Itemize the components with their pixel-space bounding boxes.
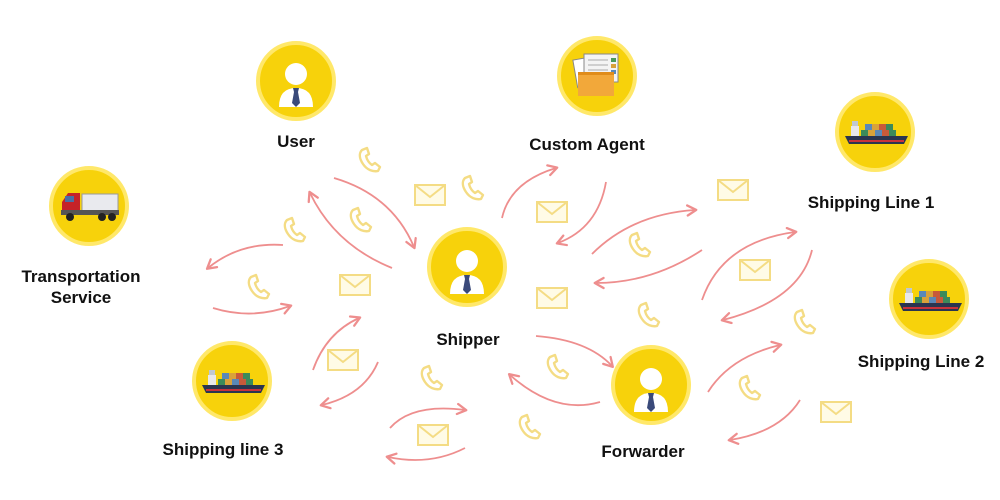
- arrow-to-forwarder: [727, 399, 801, 445]
- documents-folder-icon: [572, 53, 619, 97]
- envelope-icon: [820, 401, 852, 423]
- envelope-icon: [739, 259, 771, 281]
- arrow-to-shipping-line-3: [319, 361, 379, 410]
- node-label: Forwarder: [601, 442, 685, 461]
- envelope-icon: [536, 201, 568, 223]
- arrow-shipper-to-forwarder: [535, 335, 614, 369]
- phone-icon: [461, 174, 485, 201]
- phone-icon: [738, 374, 762, 401]
- node-label-line-1: Transportation: [21, 267, 140, 286]
- envelope-icon: [414, 184, 446, 206]
- arrow-to-shipping-line-1: [701, 226, 798, 301]
- node-transportation-service: Transportation Service: [21, 166, 141, 307]
- node-user: User: [256, 41, 336, 151]
- arrow-bottom-left: [385, 447, 466, 465]
- arrow-forwarder-to-shipping-line-2: [707, 340, 783, 393]
- phone-icon: [628, 231, 652, 258]
- arrow-bottom-right: [389, 402, 468, 429]
- arrow-shipper-to-custom-agent: [501, 164, 559, 219]
- node-shipping-line-3: Shipping line 3: [163, 341, 284, 459]
- envelope-icon: [327, 349, 359, 371]
- node-custom-agent: Custom Agent: [529, 36, 645, 154]
- node-label: Custom Agent: [529, 135, 645, 154]
- arrow-forwarder-to-shipper: [507, 373, 601, 407]
- envelope-icon: [536, 287, 568, 309]
- connection-arrows: [205, 164, 813, 465]
- phone-icon: [420, 364, 444, 391]
- arrow-custom-agent-to-shipper: [555, 181, 607, 247]
- arrow-to-transportation: [205, 243, 284, 270]
- phone-icon: [358, 146, 382, 173]
- arrow-shipper-to-shipping-line-1: [591, 204, 698, 255]
- phone-icon: [247, 273, 271, 300]
- envelope-icon: [339, 274, 371, 296]
- arrow-to-shipper-from-line-3: [312, 315, 362, 371]
- arrow-shipping-line-1-to-shipper: [593, 249, 703, 290]
- node-shipping-line-2: Shipping Line 2: [858, 259, 985, 371]
- node-label: User: [277, 132, 315, 151]
- arrow-shipper-to-user: [307, 190, 393, 269]
- envelope-icon: [717, 179, 749, 201]
- node-shipper: Shipper: [427, 227, 507, 349]
- phone-icon: [637, 301, 661, 328]
- node-label: Shipping Line 1: [808, 193, 935, 212]
- phone-icon: [349, 206, 373, 233]
- node-label: Shipping Line 2: [858, 352, 985, 371]
- node-label-line-2: Service: [51, 288, 112, 307]
- arrow-from-transportation: [212, 302, 293, 315]
- phone-icon: [518, 413, 542, 440]
- node-label: Shipper: [436, 330, 500, 349]
- arrow-from-shipping-line-1: [720, 249, 813, 325]
- envelope-icon: [417, 424, 449, 446]
- phone-icon: [283, 216, 307, 243]
- node-label: Shipping line 3: [163, 440, 284, 459]
- node-forwarder: Forwarder: [601, 345, 691, 461]
- arrow-user-to-shipper: [333, 177, 417, 250]
- node-shipping-line-1: Shipping Line 1: [808, 92, 935, 212]
- phone-icon: [793, 308, 817, 335]
- phone-icon: [546, 353, 570, 380]
